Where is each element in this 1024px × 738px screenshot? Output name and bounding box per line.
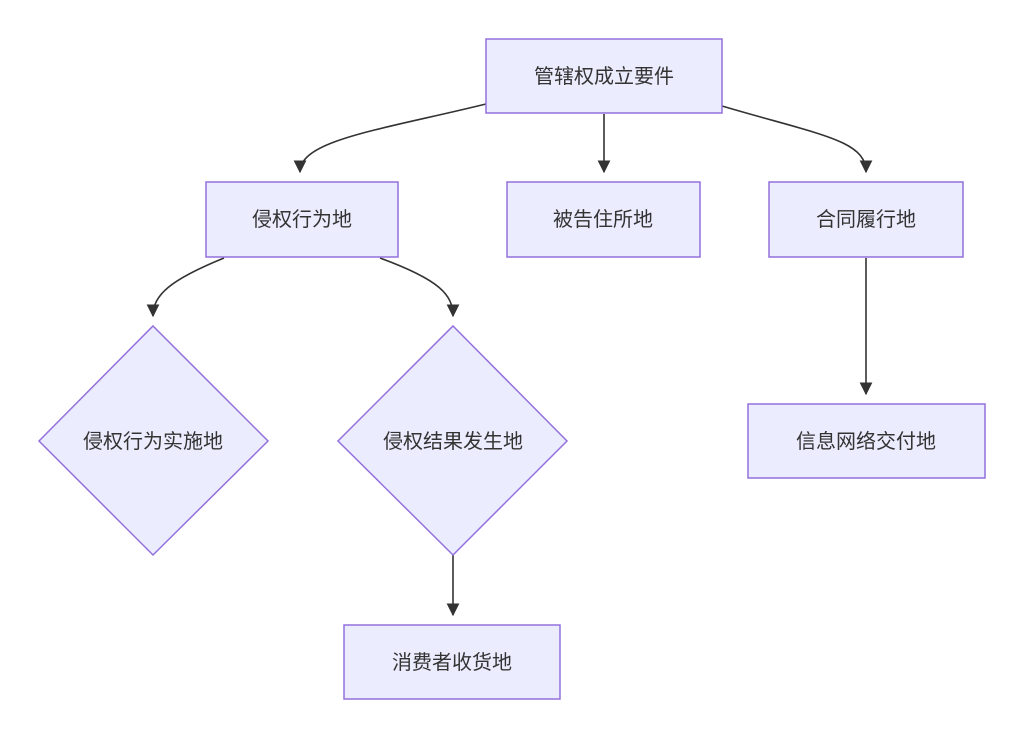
node-tort-act-place: 侵权行为实施地 [37, 324, 270, 557]
edges [146, 103, 873, 617]
node-tort-place: 侵权行为地 [205, 181, 399, 258]
node-tort-result-place: 侵权结果发生地 [336, 324, 569, 557]
node-root: 管辖权成立要件 [485, 38, 723, 114]
node-info-delivery-place: 信息网络交付地 [747, 403, 986, 479]
node-tort-place-label: 侵权行为地 [252, 207, 352, 231]
node-consumer-receipt-place: 消费者收货地 [343, 624, 561, 700]
node-defendant-domicile: 被告住所地 [506, 181, 701, 258]
node-tort-act-place-label: 侵权行为实施地 [83, 429, 223, 453]
node-consumer-receipt-place-label: 消费者收货地 [392, 650, 512, 674]
node-contract-place: 合同履行地 [768, 181, 964, 258]
edge-root-to-tort-place [293, 103, 487, 174]
edge-root-to-contract-place [721, 105, 873, 174]
node-root-label: 管辖权成立要件 [534, 64, 674, 88]
edge-tort-place-to-result-place [379, 257, 460, 318]
node-tort-result-place-label: 侵权结果发生地 [383, 429, 523, 453]
node-contract-place-label: 合同履行地 [816, 207, 916, 231]
edge-tort-place-to-act-place [146, 257, 225, 318]
node-info-delivery-place-label: 信息网络交付地 [796, 429, 936, 453]
node-defendant-domicile-label: 被告住所地 [553, 207, 653, 231]
